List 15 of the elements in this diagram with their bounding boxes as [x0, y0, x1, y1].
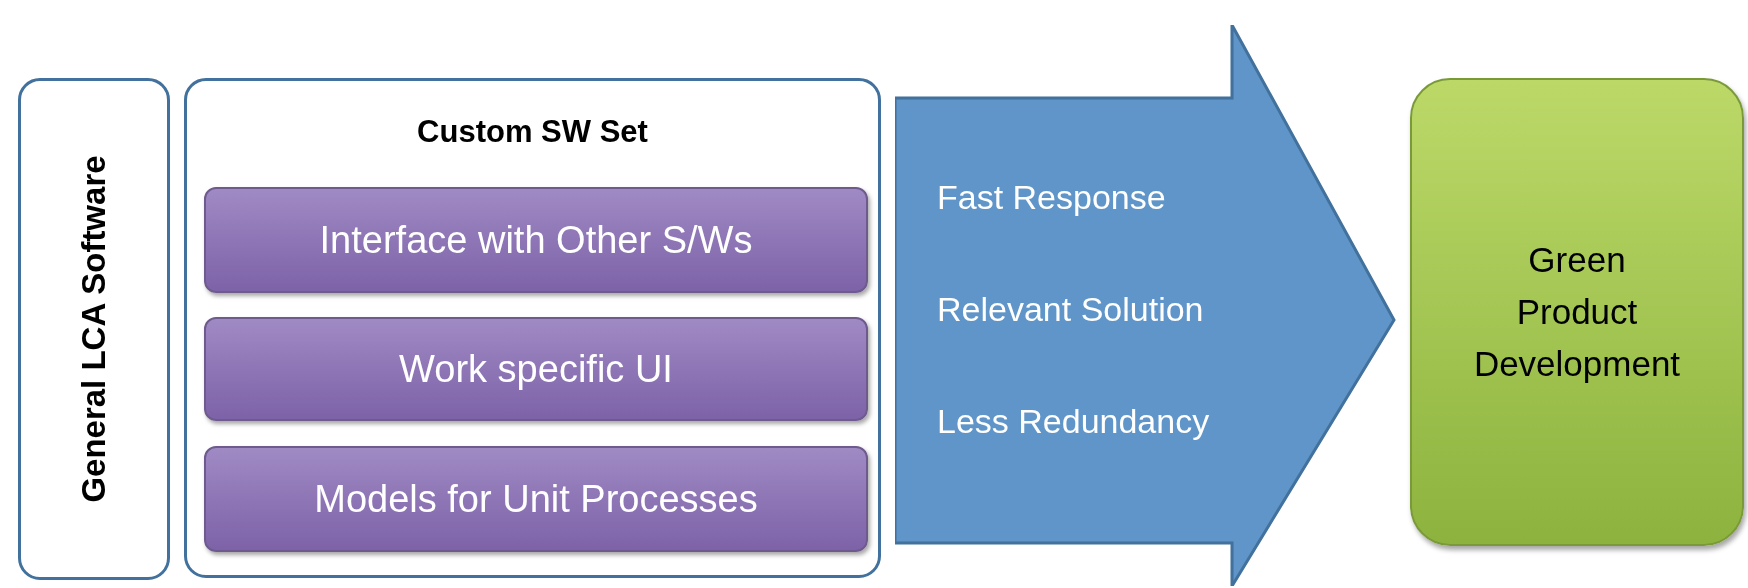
- module-bar: [204, 187, 868, 293]
- module-label: Interface with Other S/Ws: [319, 217, 753, 263]
- group-title: Custom SW Set: [417, 114, 648, 149]
- module-label: Work specific UI: [399, 346, 673, 392]
- benefit-text: Relevant Solution: [937, 289, 1205, 329]
- group-panel: [184, 78, 881, 578]
- module-bar: [204, 446, 868, 552]
- module-label: Models for Unit Processes: [314, 476, 758, 522]
- panel-title: General LCA Software: [74, 155, 114, 503]
- goal-label: Green Product Development: [1472, 239, 1682, 385]
- side-panel: [18, 78, 170, 580]
- goal-box: [1410, 78, 1744, 546]
- benefit-text: Fast Response: [937, 177, 1167, 217]
- benefit-text: Less Redundancy: [937, 401, 1210, 441]
- module-bar: [204, 317, 868, 421]
